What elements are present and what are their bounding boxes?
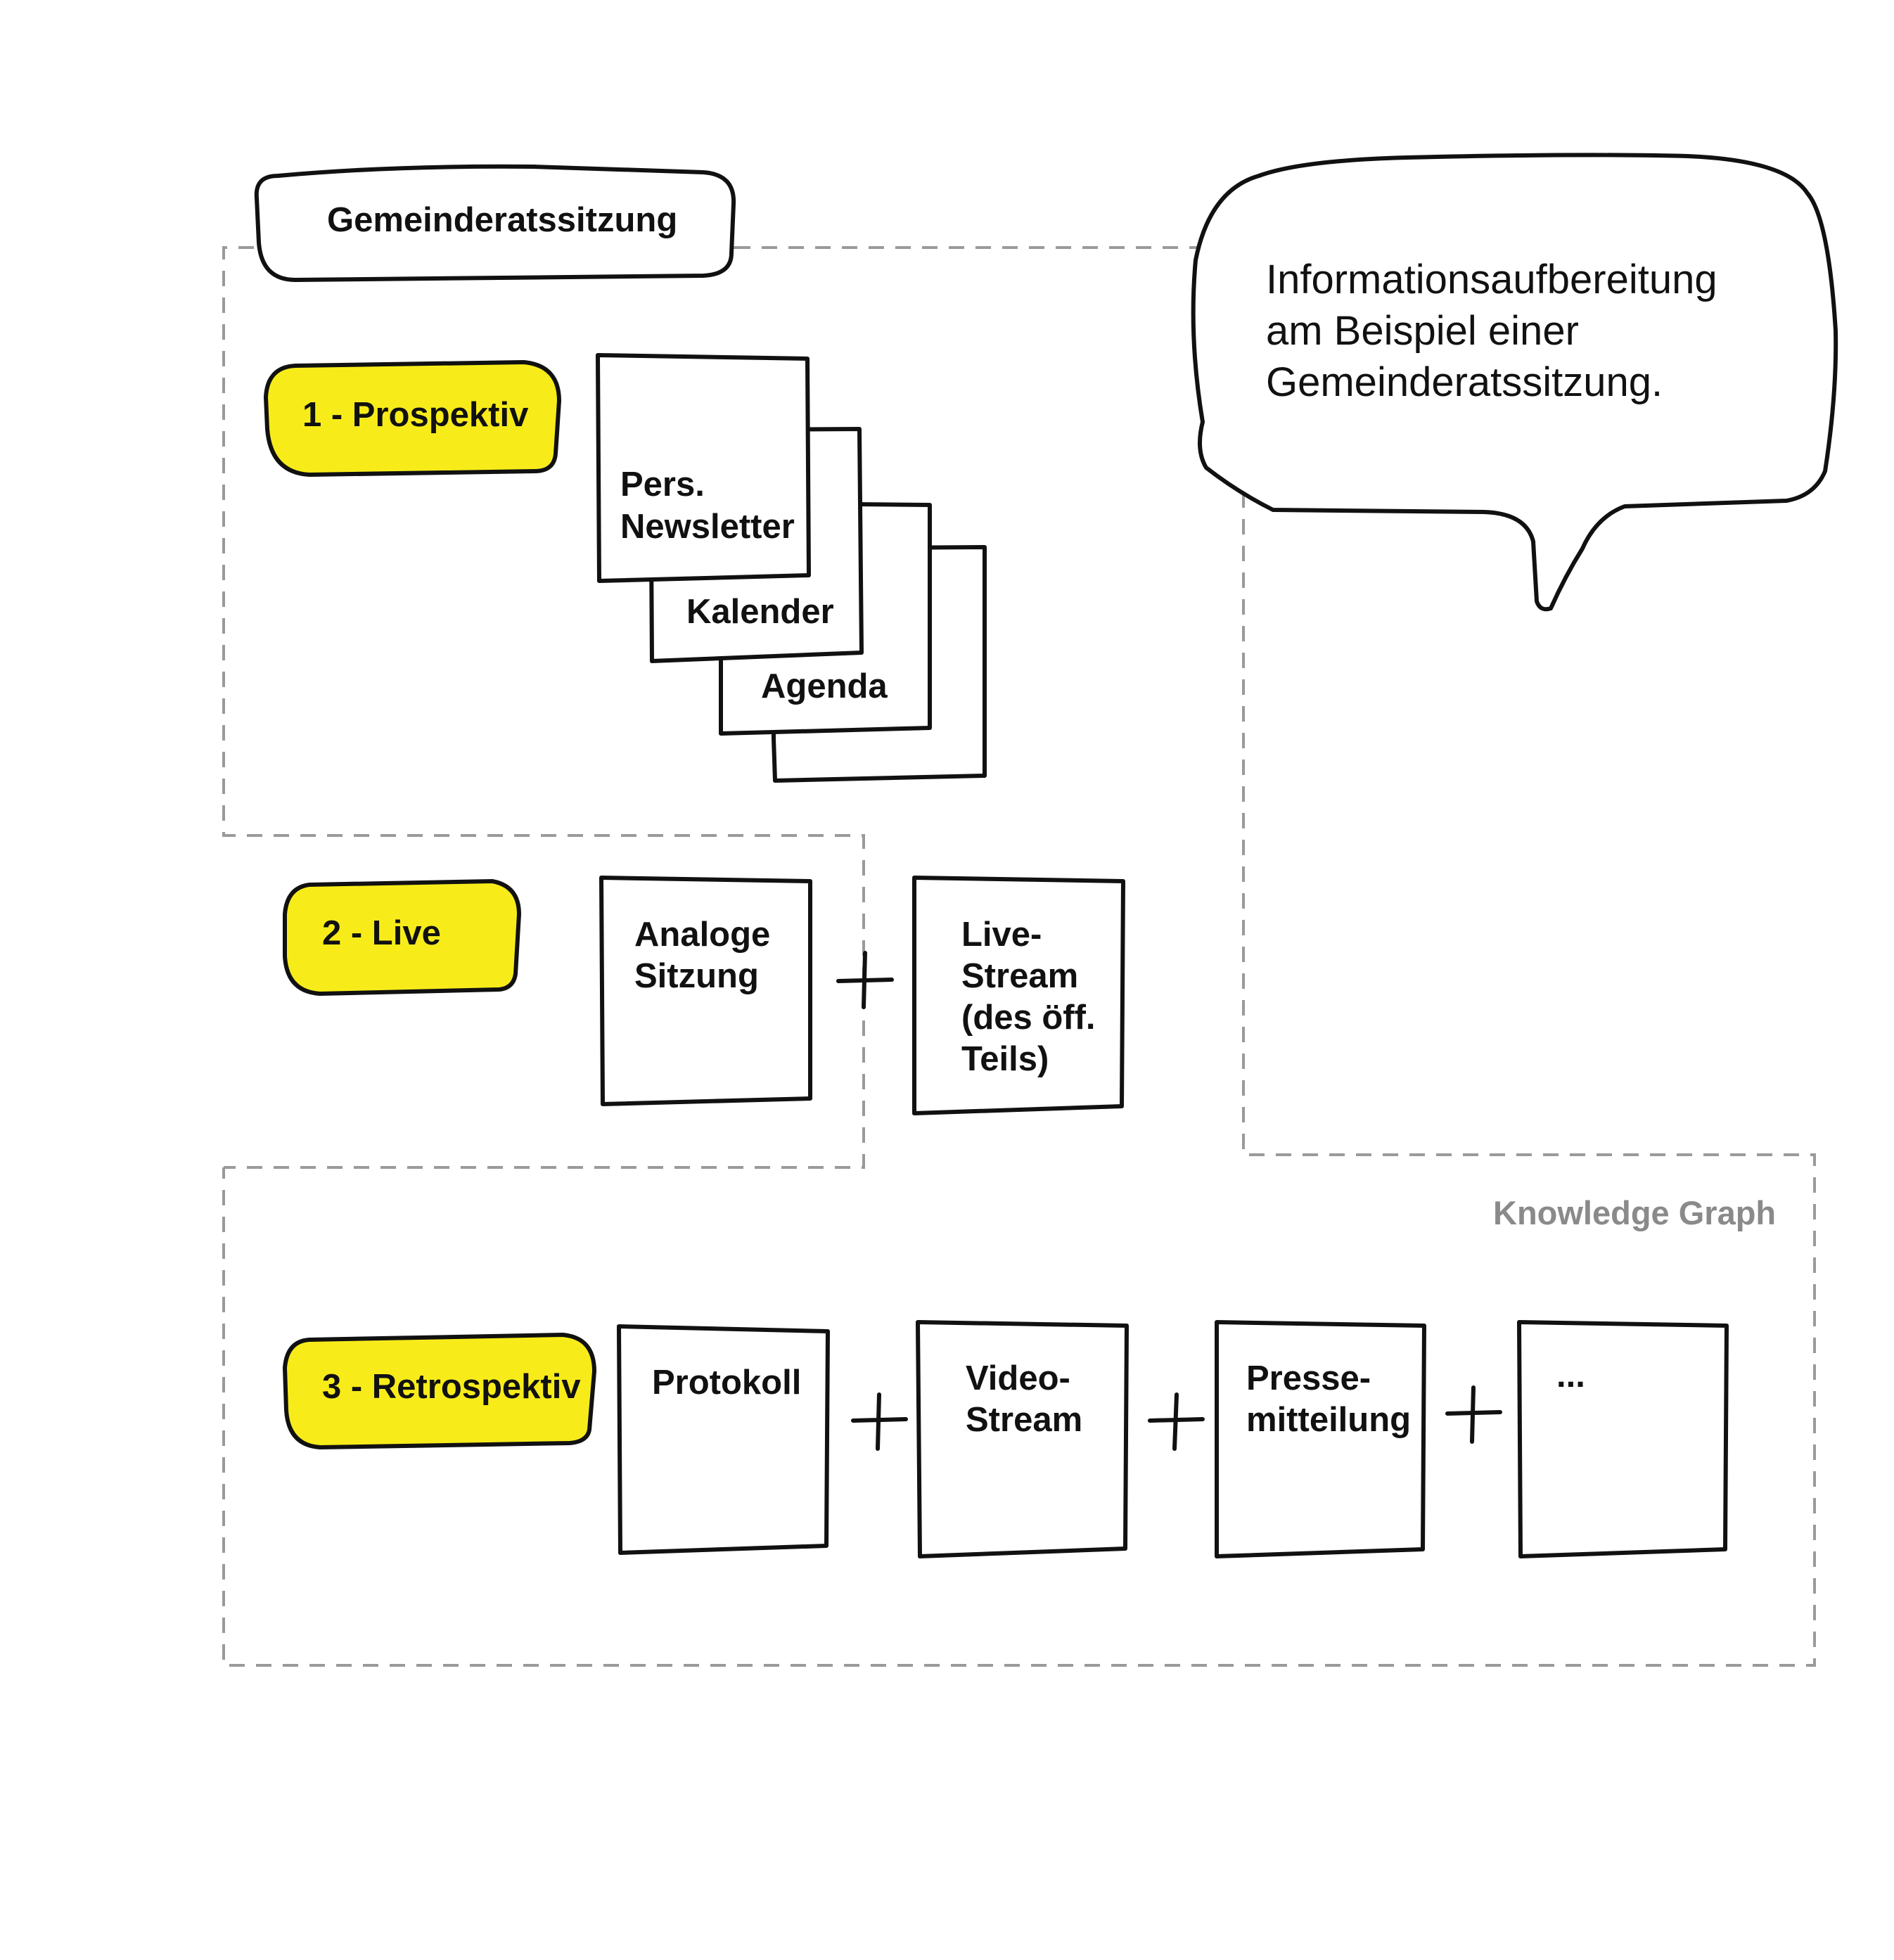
phase-pill-retrospektiv — [283, 1333, 596, 1449]
card-live-stream-label-4: Teils) — [961, 1040, 1049, 1078]
title-box-label: Gemeinderatssitzung — [327, 201, 677, 239]
card-pressemitteilung — [1215, 1320, 1426, 1558]
card-pressemitteilung-label-2: mitteilung — [1246, 1401, 1411, 1439]
plus-icon-retro-3 — [1445, 1385, 1502, 1444]
card-more-label: ... — [1556, 1357, 1585, 1395]
card-newsletter-label-1: Pers. — [620, 466, 705, 504]
prospektiv-live-frame — [222, 246, 865, 1169]
card-protokoll — [617, 1324, 830, 1555]
card-live-stream — [912, 876, 1125, 1115]
knowledge-graph-label: Knowledge Graph — [1493, 1194, 1776, 1231]
phase-label-prospektiv: 1 - Prospektiv — [302, 396, 529, 434]
card-live-stream-label-1: Live- — [961, 916, 1042, 954]
card-newsletter — [596, 353, 811, 583]
card-video-stream — [916, 1320, 1129, 1558]
phase-pill-live — [283, 879, 521, 996]
card-protokoll-label: Protokoll — [652, 1364, 801, 1402]
card-pressemitteilung-label-1: Presse- — [1246, 1359, 1371, 1397]
speech-bubble-line-1: Informationsaufbereitung — [1266, 257, 1717, 302]
phase-pill-prospektiv — [264, 360, 561, 477]
card-more — [1517, 1320, 1729, 1558]
plus-icon-live — [836, 951, 894, 1009]
card-analoge-sitzung-label-2: Sitzung — [634, 957, 759, 995]
card-video-stream-label-1: Video- — [966, 1359, 1070, 1397]
title-box — [254, 164, 736, 282]
card-live-stream-label-3: (des öff. — [961, 999, 1096, 1037]
phase-label-live: 2 - Live — [322, 914, 441, 952]
card-analoge-sitzung-label-1: Analoge — [634, 916, 770, 954]
card-video-stream-label-2: Stream — [966, 1401, 1082, 1439]
card-newsletter-label-2: Newsletter — [620, 508, 795, 546]
plus-icon-retro-2 — [1148, 1392, 1205, 1451]
card-kalender-label: Kalender — [686, 593, 834, 631]
card-agenda-label: Agenda — [761, 667, 888, 705]
speech-bubble — [1191, 153, 1838, 612]
speech-bubble-line-2: am Beispiel einer — [1266, 308, 1579, 354]
speech-bubble-line-3: Gemeinderatssitzung. — [1266, 359, 1663, 405]
phase-label-retrospektiv: 3 - Retrospektiv — [322, 1368, 581, 1406]
card-live-stream-label-2: Stream — [961, 957, 1078, 995]
plus-icon-retro-1 — [851, 1392, 908, 1451]
card-analoge-sitzung — [599, 876, 812, 1106]
